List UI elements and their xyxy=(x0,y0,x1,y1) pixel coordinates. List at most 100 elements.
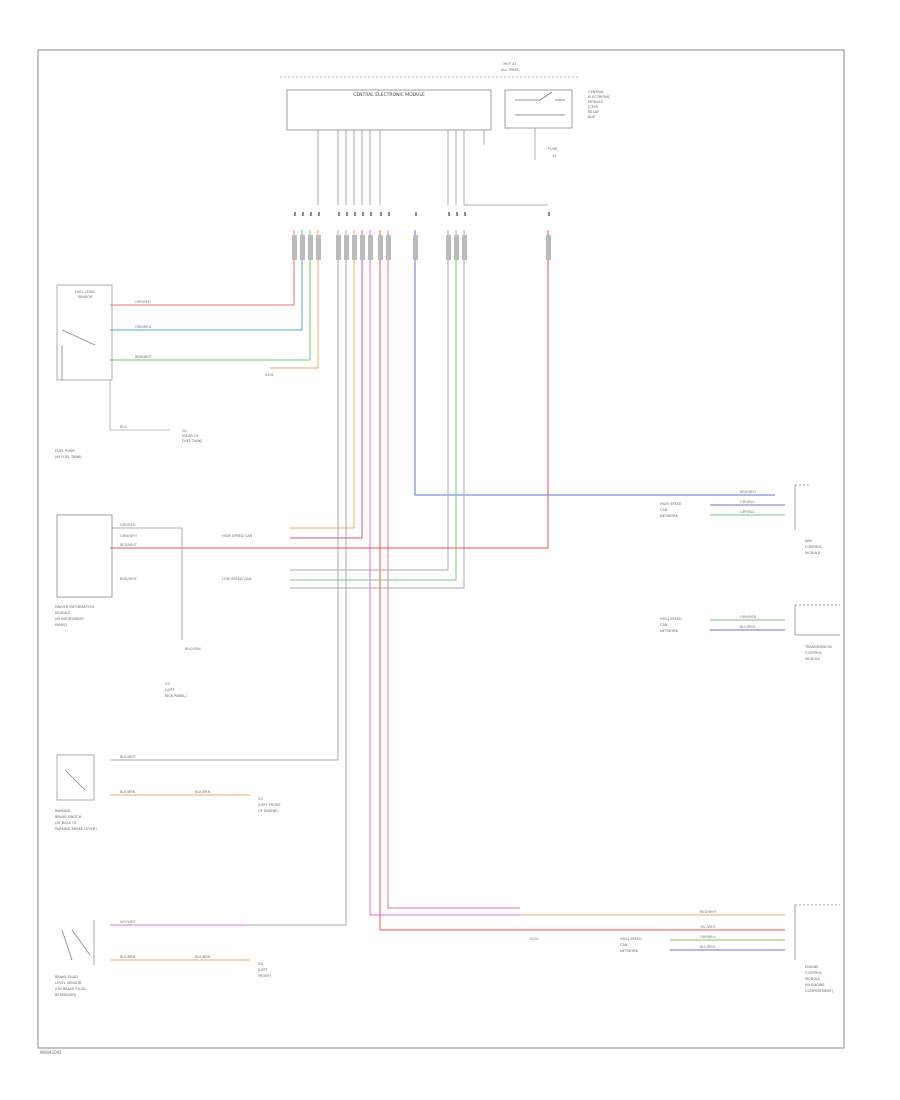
ecm-label-4: (IN ENGINE xyxy=(805,983,825,987)
ecm-wire-3: GRN/BLU xyxy=(700,935,716,939)
engine-control-module xyxy=(794,904,840,960)
ground-g3-1: G3 xyxy=(258,797,263,801)
ground-g1-2: (REAR OF xyxy=(182,434,199,438)
park-label-3: (AT BASE OF xyxy=(55,821,77,825)
cluster-pin-5: BLK/GRN xyxy=(185,647,201,651)
network-label-high: HIGH SPEED CAN xyxy=(222,534,253,538)
tcm-label-2: CONTROL xyxy=(805,651,822,655)
abs-label-2: CONTROL xyxy=(805,545,822,549)
fuse-desc-6: BOX xyxy=(588,115,596,119)
ecm-wire-4: BLU/RED xyxy=(700,945,716,949)
fuse-desc-2: ELECTRONIC xyxy=(588,95,611,99)
fuse-header-2: ALL TIMES xyxy=(501,68,520,72)
wire-red-cluster xyxy=(110,230,549,549)
wire-red-ecm xyxy=(379,230,520,931)
rev-wire-1: VIO/WHT xyxy=(120,920,136,924)
relay-switch-icon xyxy=(515,91,565,116)
rev-label-1: BRAKE FLUID xyxy=(55,975,78,979)
wire-blue-abs xyxy=(414,230,775,496)
abs-wire-2: GRY/BLU xyxy=(740,500,755,504)
ecm-wire-1: RED/WHT xyxy=(700,910,718,914)
rev-label-2: LEVEL SENSOR xyxy=(55,981,82,985)
fuse-id: 15 xyxy=(552,154,556,158)
fuse-header-1: HOT AT xyxy=(504,62,518,66)
ecm-legend-2: CAN xyxy=(620,943,628,947)
wire-pink-cluster xyxy=(290,230,363,539)
fuse-label: FUSE xyxy=(548,147,557,151)
park-label-2: BRAKE SWITCH xyxy=(55,815,82,819)
ecm-label-1: ENGINE xyxy=(805,965,818,969)
wire-orange-cluster xyxy=(290,230,355,529)
tcm-legend-2: CAN xyxy=(660,623,668,627)
ecm-label-2: CONTROL xyxy=(805,971,822,975)
wire-green-cluster xyxy=(290,230,457,581)
cluster-pin-1: GRY/RED xyxy=(120,523,136,527)
fuel-pump-label-2: (IN FUEL TANK) xyxy=(55,455,82,459)
ground-g1-1: G1 xyxy=(182,429,187,433)
ground-g2-3: KICK PANEL) xyxy=(165,694,187,698)
tcm-wire-1: GRN/RED xyxy=(740,615,757,619)
parking-brake-switch xyxy=(56,754,95,801)
fuel-splice-label: S201 xyxy=(265,373,274,377)
cluster-pin-2: GRN/WHT xyxy=(120,534,138,538)
park-label-1: PARKING xyxy=(55,809,71,813)
fuel-ground-label: BLK xyxy=(120,425,127,429)
fuse-desc-1: CENTRAL xyxy=(588,90,604,94)
ecm-wire-2: YEL/WHT xyxy=(700,925,717,929)
fuse-relay-box xyxy=(504,89,573,129)
rev-label-3: (ON BRAKE FLUID xyxy=(55,987,86,991)
tcm-legend-3: NETWORK xyxy=(660,629,679,633)
fuel-wire-label-2: GRN/RED xyxy=(135,325,152,329)
fuse-desc-3: MODULE xyxy=(588,100,603,104)
ground-g2-2: (LEFT xyxy=(165,688,175,692)
driver-information-module xyxy=(56,514,113,598)
rev-label-4: RESERVOIR) xyxy=(55,993,77,997)
abs-wire-3: GRY/BLU xyxy=(740,510,755,514)
ecm-splice: S201 xyxy=(530,937,539,941)
fuel-level-sensor: FUEL LEVEL SENSOR xyxy=(56,284,113,381)
ecm-label-5: COMPARTMENT) xyxy=(805,989,834,993)
svg-text:SENSOR: SENSOR xyxy=(78,295,93,299)
wire-gray-cluster-2 xyxy=(290,230,465,589)
abs-legend-2: CAN xyxy=(660,508,668,512)
ecm-legend-3: NETWORK xyxy=(620,949,639,953)
abs-label-3: MODULE xyxy=(805,551,820,555)
park-wire-3: BLK/BRN xyxy=(195,790,211,794)
ground-g4-1: G4 xyxy=(258,962,264,966)
abs-legend-3: NETWORK xyxy=(660,514,679,518)
tcm-wire-2: BLU/RED xyxy=(740,625,756,629)
module-pins xyxy=(317,130,548,206)
fuel-wire-label-1: GRY/RED xyxy=(135,300,151,304)
wire-teal-fuel xyxy=(110,230,303,331)
wire-gray-cluster xyxy=(290,230,449,571)
cluster-label-2: MODULE xyxy=(55,611,70,615)
harness-markers xyxy=(292,235,551,260)
cluster-pin-4: BRN/WHT xyxy=(120,577,138,581)
rev-wire-3: BLK/BRN xyxy=(195,955,211,959)
rev-wire-2: BLK/BRN xyxy=(120,955,136,959)
fuse-desc-4: (CEM) xyxy=(588,105,599,109)
ground-g1-3: FUEL TANK) xyxy=(182,439,203,443)
ecm-label-3: MODULE xyxy=(805,977,820,981)
cluster-label-4: PANEL) xyxy=(55,623,68,627)
abs-legend-1: HIGH SPEED xyxy=(660,502,682,506)
fuel-wire-label-3: BRN/WHT xyxy=(135,355,153,359)
ground-g2-1: G2 xyxy=(165,682,170,686)
ecm-legend-1: HIGH SPEED xyxy=(620,937,642,941)
central-electronic-module-title: CENTRAL ELECTRONIC MODULE xyxy=(353,92,425,98)
wire-red-fuel xyxy=(110,230,295,306)
tcm-label-1: TRANSMISSION xyxy=(804,645,832,649)
central-electronic-module-box xyxy=(286,89,492,131)
tcm-legend-1: HIGH SPEED xyxy=(660,617,682,621)
diagram-frame xyxy=(37,49,845,1049)
cluster-pin-wires xyxy=(112,527,183,640)
ground-g4-2: (LEFT xyxy=(258,968,268,972)
tcm-module xyxy=(794,604,840,636)
wire-green-fuel xyxy=(110,230,311,361)
abs-label-1: ABS xyxy=(805,539,813,543)
ground-g3-2: (LEFT FRONT xyxy=(258,803,282,807)
cluster-pin-3: RED/WHT xyxy=(120,543,138,547)
fuel-pump-label-1: FUEL PUMP xyxy=(55,449,75,453)
abs-module xyxy=(794,484,810,530)
